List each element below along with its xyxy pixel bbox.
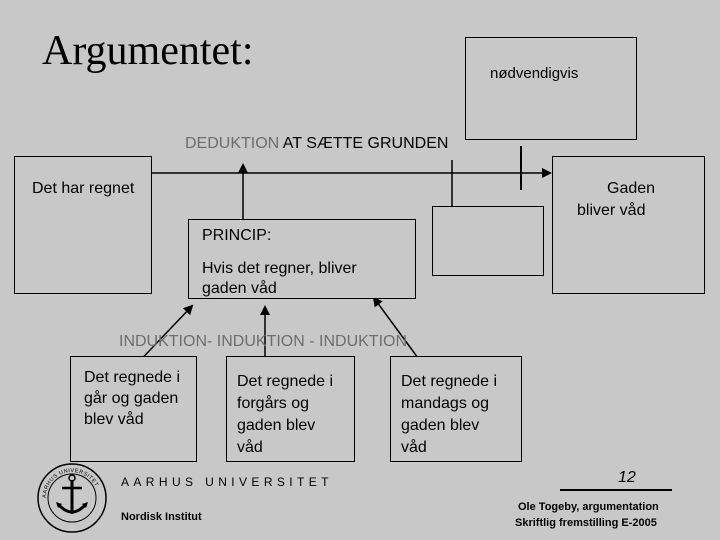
observation-3-line-2: mandags og: [401, 395, 490, 412]
university-name: AARHUS UNIVERSITET: [121, 475, 333, 489]
induction-rest: - INDUKTION: [309, 333, 408, 350]
necessary-label: nødvendigvis: [490, 65, 579, 82]
conclusion-box: [552, 156, 705, 294]
observation-3-line-4: våd: [401, 439, 427, 456]
slide-title: Argumentet:: [42, 28, 254, 74]
observation-2-line-3: gaden blev: [237, 417, 316, 434]
right-lower-box: [432, 206, 544, 276]
institute-name: Nordisk Institut: [121, 511, 202, 523]
premise-box: [14, 156, 152, 294]
observation-3-line-3: gaden blev: [401, 417, 480, 434]
observation-2-line-1: Det regnede i: [237, 373, 334, 390]
induction-label: INDUKTION- INDUKTION - INDUKTION: [119, 331, 407, 352]
footer-source: Skriftlig fremstilling E-2005: [515, 517, 657, 529]
principle-line-1: Hvis det regner, bliver: [202, 260, 357, 277]
principle-box: [188, 219, 416, 299]
principle-heading: PRINCIP:: [202, 227, 272, 244]
observation-1-line-1: Det regnede i: [84, 369, 181, 386]
induction-word-1: INDUKTION-: [119, 333, 213, 350]
induction-arrow-3: [372, 296, 419, 359]
footer-author: Ole Togeby, argumentation: [518, 501, 659, 513]
university-seal: AARHUS UNIVERSITET: [37, 463, 107, 533]
induction-word-2: INDUKTION: [216, 333, 305, 350]
observation-3-line-1: Det regnede i: [401, 373, 498, 390]
necessary-box: [465, 37, 637, 140]
page-number: 12: [618, 469, 636, 486]
observation-1-line-2: går og gaden: [84, 390, 179, 407]
deduction-rest: AT SÆTTE GRUNDEN: [282, 135, 449, 152]
footer-rule: [560, 489, 672, 491]
observation-box-3: [390, 356, 522, 462]
observation-box-2: [226, 356, 355, 462]
premise-label: Det har regnet: [32, 180, 135, 197]
conclusion-line-2: bliver våd: [577, 202, 646, 219]
principle-line-2: gaden våd: [202, 280, 277, 297]
conclusion-line-1: Gaden: [607, 180, 656, 197]
observation-2-line-2: forgårs og: [237, 395, 310, 412]
observation-1-line-3: blev våd: [84, 411, 144, 428]
observation-2-line-4: våd: [237, 439, 263, 456]
observation-box-1: [70, 356, 197, 462]
deduction-label: DEDUKTION AT SÆTTE GRUNDEN: [185, 133, 448, 154]
deduction-word: DEDUKTION: [185, 135, 280, 152]
